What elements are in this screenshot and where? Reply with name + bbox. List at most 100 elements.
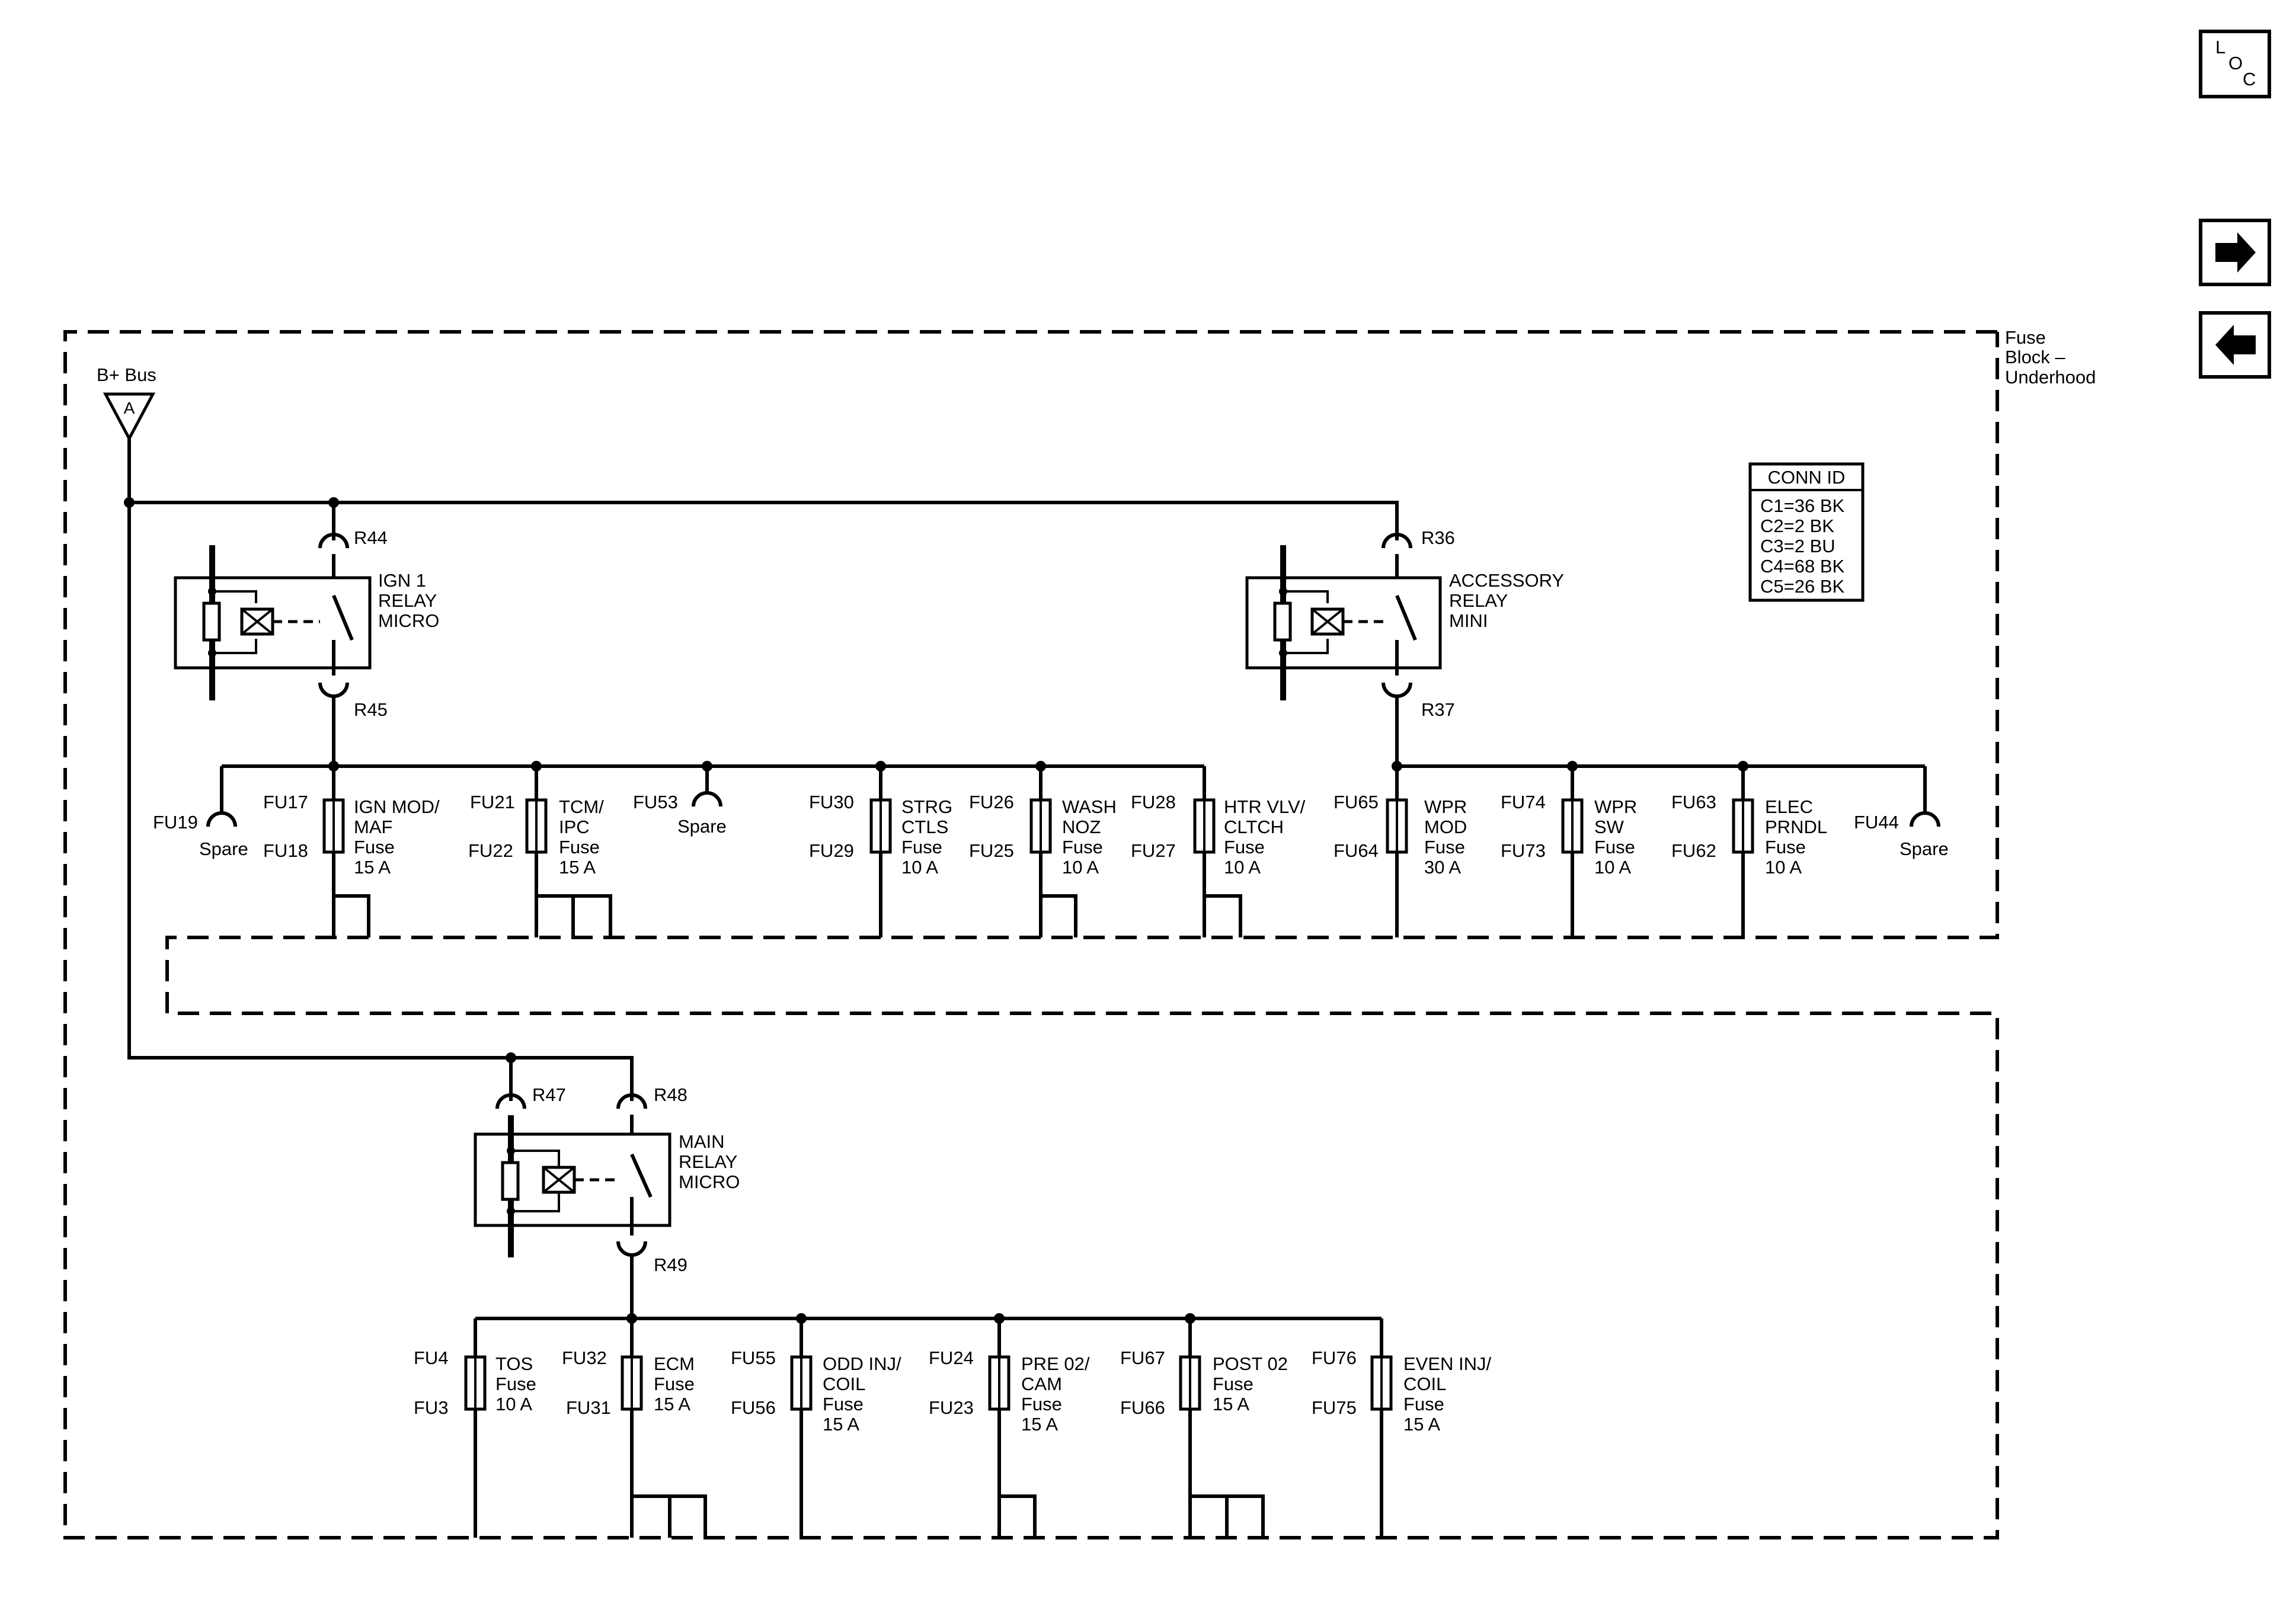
fu28-label-3: Fuse — [1224, 837, 1265, 857]
conn-row-1: C1=36 BK — [1760, 495, 1845, 516]
main-label-2: RELAY — [679, 1151, 737, 1172]
ign1-out-pin: R45 — [354, 699, 388, 720]
ign1-label-2: RELAY — [378, 590, 437, 611]
acc-in-pin: R36 — [1421, 527, 1455, 548]
fu64-pin: FU64 — [1334, 840, 1379, 861]
spare-fu19: FU19 Spare — [153, 811, 248, 859]
block-name-2: Block – — [2005, 347, 2065, 367]
next-page-button[interactable] — [2199, 219, 2271, 286]
conn-row-5: C5=26 BK — [1760, 576, 1845, 597]
fu18-pin: FU18 — [263, 840, 308, 861]
fuse-fu28: FU28 FU27 HTR VLV/ CLTCH Fuse 10 A — [1131, 792, 1306, 878]
fu4-label-3: 10 A — [495, 1394, 532, 1414]
acc-out-pin: R37 — [1421, 699, 1455, 720]
acc-label-2: RELAY — [1449, 590, 1508, 611]
fu22-pin: FU22 — [468, 840, 513, 861]
fu76-label-4: 15 A — [1403, 1414, 1440, 1435]
previous-page-button[interactable] — [2199, 311, 2271, 379]
fu28-label-2: CLTCH — [1224, 817, 1284, 837]
fu63-pin: FU63 — [1671, 792, 1716, 812]
conn-id-table: CONN ID C1=36 BK C2=2 BK C3=2 BU C4=68 B… — [1748, 462, 1865, 602]
fuse-fu63: FU63 FU62 ELEC PRNDL Fuse 10 A — [1671, 792, 1827, 878]
fu17-label-1: IGN MOD/ — [354, 796, 440, 817]
fu27-pin: FU27 — [1131, 840, 1176, 861]
fu32-label-3: 15 A — [654, 1394, 690, 1414]
fu76-label-1: EVEN INJ/ — [1403, 1353, 1492, 1374]
fu28-pin: FU28 — [1131, 792, 1176, 812]
fu21-label-1: TCM/ — [559, 796, 604, 817]
fu74-label-3: Fuse — [1594, 837, 1635, 857]
bus-label: B+ Bus — [97, 364, 156, 385]
fu17-label-4: 15 A — [354, 857, 391, 878]
fu26-pin: FU26 — [969, 792, 1014, 812]
conn-id-header: CONN ID — [1768, 467, 1846, 488]
fu66-pin: FU66 — [1120, 1397, 1165, 1418]
fu74-label-1: WPR — [1594, 796, 1637, 817]
fu17-label-2: MAF — [354, 817, 392, 837]
main-in-pin-a: R47 — [532, 1084, 566, 1105]
spare-fu53: FU53 Spare — [633, 791, 727, 837]
fuse-fu21: FU21 FU22 TCM/ IPC Fuse 15 A — [468, 792, 604, 878]
fu4-label-1: TOS — [495, 1353, 533, 1374]
bus-connector-letter: A — [124, 399, 135, 417]
fuse-fu17: FU17 FU18 IGN MOD/ MAF Fuse 15 A — [263, 792, 440, 878]
spare-fu19-label: Spare — [199, 838, 248, 859]
loc-c: C — [2243, 69, 2256, 89]
fu55-label-2: COIL — [823, 1374, 865, 1394]
arrow-right-icon — [2215, 232, 2256, 273]
conn-row-2: C2=2 BK — [1760, 516, 1834, 536]
fuse-fu74: FU74 FU73 WPR SW Fuse 10 A — [1501, 792, 1637, 878]
bottom-fuse-bus — [474, 1313, 1383, 1538]
fuse-fu26: FU26 FU25 WASH NOZ Fuse 10 A — [969, 792, 1117, 878]
fu26-label-4: 10 A — [1062, 857, 1099, 878]
fu32-label-2: Fuse — [654, 1374, 695, 1394]
fu21-pin: FU21 — [470, 792, 515, 812]
fu24-label-3: Fuse — [1021, 1394, 1062, 1414]
fu74-label-4: 10 A — [1594, 857, 1631, 878]
fu26-label-1: WASH — [1062, 796, 1117, 817]
fu30-label-3: Fuse — [901, 837, 942, 857]
fu67-label-3: 15 A — [1213, 1394, 1249, 1414]
ign1-label-1: IGN 1 — [378, 570, 426, 591]
fu29-pin: FU29 — [809, 840, 854, 861]
accessory-relay: R36 R37 ACCESSORY RELAY MINI — [1245, 527, 1564, 766]
arrow-left-icon — [2215, 325, 2256, 365]
conn-row-3: C3=2 BU — [1760, 536, 1835, 556]
fu76-label-2: COIL — [1403, 1374, 1446, 1394]
block-name-3: Underhood — [2005, 367, 2096, 388]
spare-fu44-pin: FU44 — [1854, 812, 1899, 833]
spare-fu44-label: Spare — [1900, 838, 1949, 859]
fuse-fu24: FU24 FU23 PRE 02/ CAM Fuse 15 A — [929, 1347, 1090, 1435]
fuse-fu4: FU4 FU3 TOS Fuse 10 A — [414, 1347, 536, 1418]
fu56-pin: FU56 — [731, 1397, 776, 1418]
fu67-pin: FU67 — [1120, 1347, 1165, 1368]
fu28-label-1: HTR VLV/ — [1224, 796, 1306, 817]
loc-button[interactable]: L O C — [2199, 30, 2271, 98]
fu24-label-2: CAM — [1021, 1374, 1062, 1394]
main-label-1: MAIN — [679, 1131, 725, 1152]
conn-row-4: C4=68 BK — [1760, 556, 1845, 577]
fu21-label-3: Fuse — [559, 837, 600, 857]
fu55-label-1: ODD INJ/ — [823, 1353, 901, 1374]
fuse-fu76: FU76 FU75 EVEN INJ/ COIL Fuse 15 A — [1312, 1347, 1492, 1435]
fu28-label-4: 10 A — [1224, 857, 1261, 878]
fu67-label-1: POST 02 — [1213, 1353, 1288, 1374]
fu75-pin: FU75 — [1312, 1397, 1357, 1418]
fu65-pin: FU65 — [1334, 792, 1379, 812]
fu76-label-3: Fuse — [1403, 1394, 1444, 1414]
fu74-label-2: SW — [1594, 817, 1625, 837]
fu21-label-2: IPC — [559, 817, 590, 837]
fuse-fu67: FU67 FU66 POST 02 Fuse 15 A — [1120, 1347, 1288, 1418]
fu30-label-2: CTLS — [901, 817, 948, 837]
fu65-label-2: MOD — [1424, 817, 1467, 837]
loc-o: O — [2228, 53, 2243, 73]
spare-fu19-pin: FU19 — [153, 812, 198, 833]
fu67-label-2: Fuse — [1213, 1374, 1253, 1394]
fu24-label-1: PRE 02/ — [1021, 1353, 1090, 1374]
main-out-pin: R49 — [654, 1254, 687, 1275]
main-in-pin-b: R48 — [654, 1084, 687, 1105]
main-relay: R47 R48 R49 MAIN RELAY MICRO — [474, 1084, 740, 1318]
fu65-label-4: 30 A — [1424, 857, 1461, 878]
fu63-label-4: 10 A — [1765, 857, 1802, 878]
